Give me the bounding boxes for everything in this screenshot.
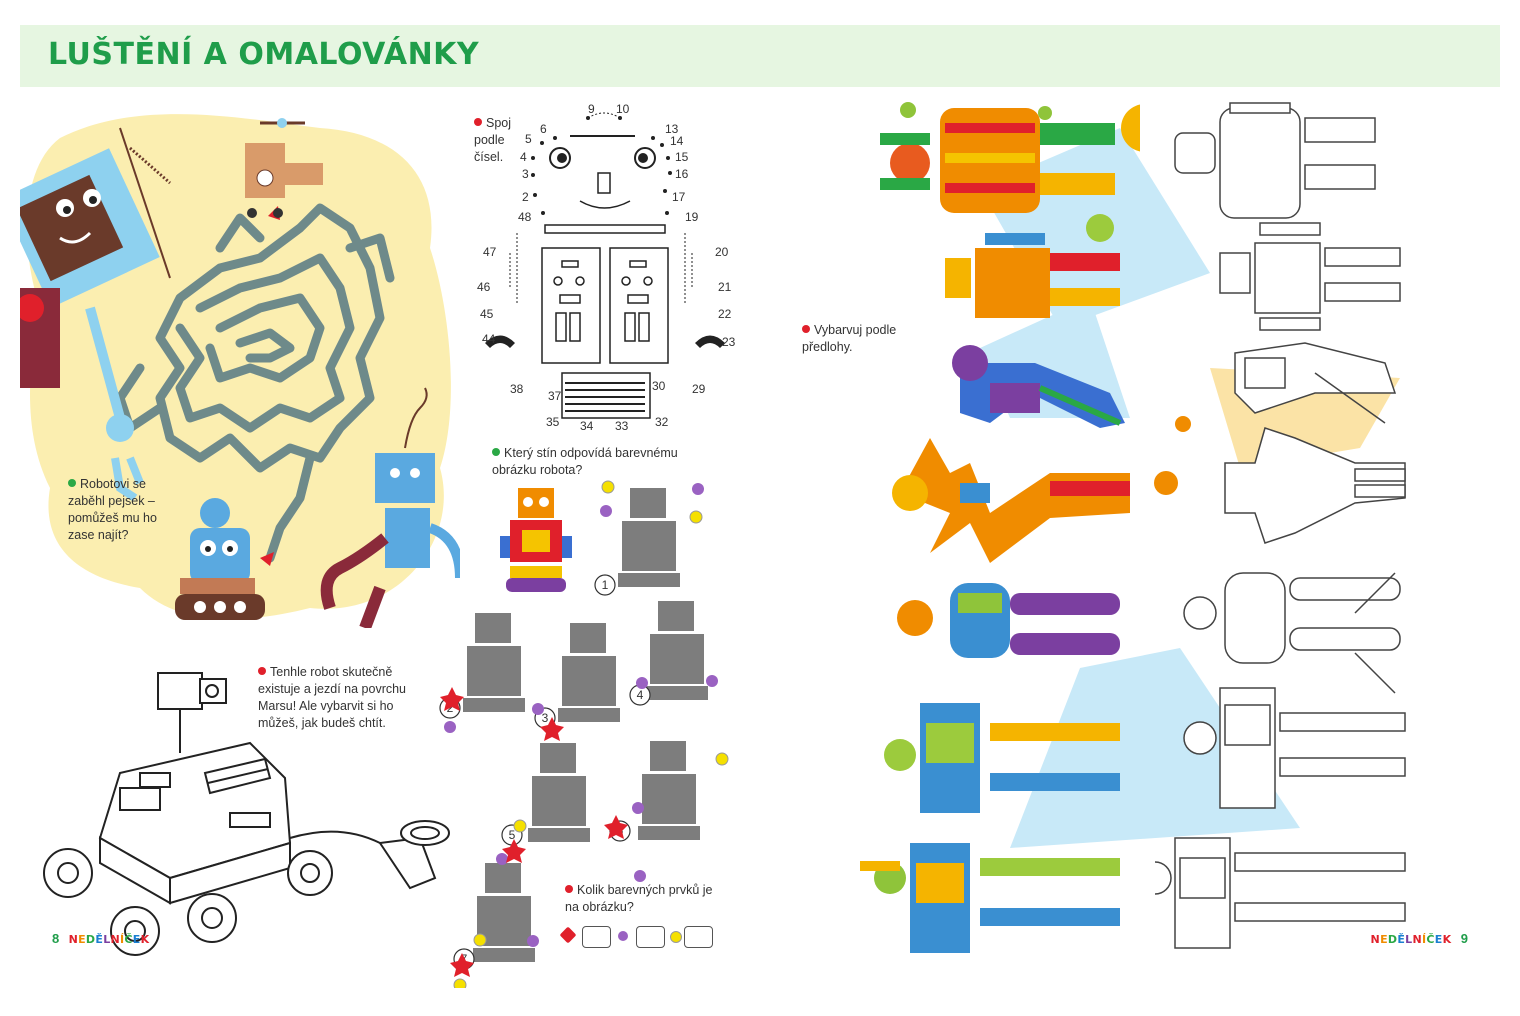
svg-text:4: 4	[520, 150, 527, 164]
svg-text:2: 2	[447, 701, 454, 715]
svg-text:1: 1	[602, 578, 609, 592]
bullet-red	[474, 118, 482, 126]
bullet-red	[802, 325, 810, 333]
maze-instruction: Robotovi se zaběhl pejsek – pomůžeš mu h…	[68, 477, 157, 542]
svg-text:33: 33	[615, 419, 629, 433]
brand-logo: NEDĚLNÍČEK	[1370, 933, 1452, 946]
mars-rover-coloring[interactable]	[40, 663, 480, 1003]
shadow-grid[interactable]: 1 2 3 4 5 6 7	[430, 473, 730, 988]
svg-text:21: 21	[718, 280, 732, 294]
svg-text:2: 2	[522, 190, 529, 204]
svg-text:23: 23	[722, 335, 736, 349]
dot-to-dot-puzzle[interactable]: 9 10 6 13 5 14 4 15 3 16 2 17 48 19 47 2…	[470, 103, 740, 433]
svg-text:30: 30	[652, 379, 666, 393]
right-page: Vybarvuj podle předlohy. NEDĚLNÍČEK 9	[760, 88, 1520, 988]
svg-text:4: 4	[637, 688, 644, 702]
svg-text:14: 14	[670, 134, 684, 148]
maze-illustration[interactable]	[20, 108, 460, 628]
count-answer-star[interactable]	[582, 926, 611, 948]
right-footer: NEDĚLNÍČEK 9	[1371, 931, 1474, 946]
count-answer-yellow[interactable]	[684, 926, 713, 948]
svg-text:46: 46	[477, 280, 491, 294]
page-header: LUŠTĚNÍ A OMALOVÁNKY	[20, 25, 1500, 87]
svg-text:15: 15	[675, 150, 689, 164]
svg-text:5: 5	[525, 132, 532, 146]
yellow-dot-icon	[670, 931, 682, 943]
left-footer: 8 NEDĚLNÍČEK	[46, 931, 149, 946]
svg-text:13: 13	[665, 122, 679, 136]
color-instruction: Vybarvuj podle předlohy.	[802, 323, 897, 354]
svg-text:29: 29	[692, 382, 706, 396]
rover-instruction: Tenhle robot skutečně existuje a jezdí n…	[258, 665, 407, 730]
svg-text:35: 35	[546, 415, 560, 429]
colored-robot	[500, 488, 572, 592]
svg-text:3: 3	[522, 167, 529, 181]
svg-text:47: 47	[483, 245, 497, 259]
count-answer-purple[interactable]	[636, 926, 665, 948]
svg-text:10: 10	[616, 103, 630, 116]
svg-text:45: 45	[480, 307, 494, 321]
svg-text:44: 44	[482, 332, 496, 346]
bullet-green	[492, 448, 500, 456]
svg-text:17: 17	[672, 190, 686, 204]
bullet-red	[565, 885, 573, 893]
svg-text:19: 19	[685, 210, 699, 224]
svg-text:16: 16	[675, 167, 689, 181]
svg-text:48: 48	[518, 210, 532, 224]
star-shape-icon	[559, 926, 577, 944]
svg-text:34: 34	[580, 419, 594, 433]
svg-text:22: 22	[718, 307, 732, 321]
svg-text:6: 6	[540, 122, 547, 136]
left-page: Robotovi se zaběhl pejsek – pomůžeš mu h…	[0, 88, 760, 988]
svg-text:32: 32	[655, 415, 669, 429]
svg-text:38: 38	[510, 382, 524, 396]
orange-ball	[1154, 471, 1178, 495]
svg-text:3: 3	[542, 711, 549, 725]
bullet-red	[258, 667, 266, 675]
purple-dot-icon	[618, 931, 628, 941]
dots-instruction: Spoj podle čísel.	[474, 116, 512, 164]
svg-text:5: 5	[509, 828, 516, 842]
brand-logo: NEDĚLNÍČEK	[68, 933, 150, 946]
svg-text:9: 9	[588, 103, 595, 116]
bullet-green	[68, 479, 76, 487]
shadow-instruction: Který stín odpovídá barevnému obrázku ro…	[492, 446, 678, 477]
count-instruction: Kolik barevných prvků je na obrázku?	[565, 883, 713, 914]
page-number: 9	[1460, 931, 1468, 946]
page-number: 8	[52, 931, 60, 946]
orange-ball	[1175, 416, 1191, 432]
svg-text:20: 20	[715, 245, 729, 259]
colored-robots-column	[860, 102, 1140, 953]
page-title: LUŠTĚNÍ A OMALOVÁNKY	[48, 37, 480, 72]
svg-text:37: 37	[548, 389, 562, 403]
outline-robots-column[interactable]	[1155, 93, 1420, 963]
answer-row	[559, 926, 720, 950]
